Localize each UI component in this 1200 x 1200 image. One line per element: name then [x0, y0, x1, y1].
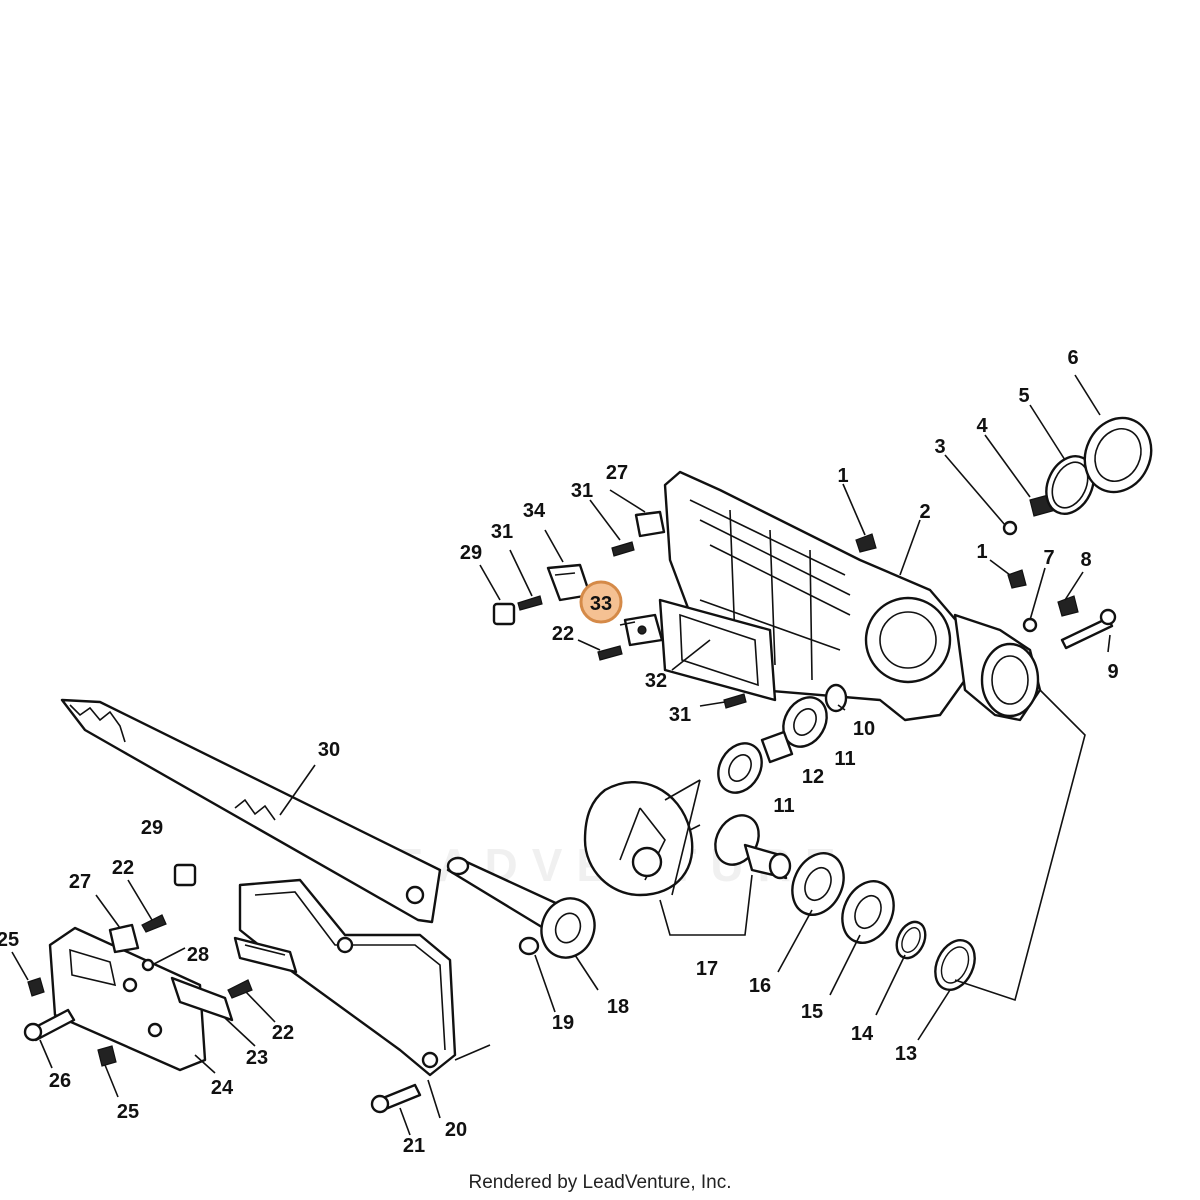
screws-top: [517, 493, 1117, 709]
callout-27-top[interactable]: 27: [606, 462, 628, 484]
footer-credit: Rendered by LeadVenture, Inc.: [468, 1172, 732, 1193]
callout-15[interactable]: 15: [801, 1001, 823, 1023]
pinion-shaft: [714, 814, 792, 880]
bearing-16: [791, 852, 845, 916]
plate-27-top: [634, 510, 666, 538]
key-29-bottom: [173, 863, 197, 887]
callout-highlight: [579, 580, 623, 624]
callout-31-bottom[interactable]: 31: [669, 704, 691, 726]
callout-32[interactable]: 32: [645, 670, 667, 692]
callout-7[interactable]: 7: [1043, 547, 1054, 569]
callout-17[interactable]: 17: [696, 958, 718, 980]
snap-ring-5: [1045, 455, 1095, 515]
leader-lines: [11, 374, 1111, 1136]
callout-31-left[interactable]: 31: [491, 521, 513, 543]
bearing-11-lower: [717, 742, 763, 794]
screws-bottom: [23, 914, 422, 1114]
large-gear: [583, 779, 701, 897]
callout-29-bottom[interactable]: 29: [141, 817, 163, 839]
bearing-15: [841, 880, 895, 944]
callout-31-top[interactable]: 31: [571, 480, 593, 502]
nut-28: [141, 958, 155, 972]
callout-28[interactable]: 28: [187, 944, 209, 966]
callout-4[interactable]: 4: [976, 415, 988, 437]
washer-19: [518, 936, 540, 956]
callout-1b[interactable]: 1: [976, 541, 987, 563]
callout-10[interactable]: 10: [853, 718, 875, 740]
callout-5[interactable]: 5: [1018, 385, 1029, 407]
callout-6[interactable]: 6: [1067, 347, 1078, 369]
callout-27-bottom[interactable]: 27: [69, 871, 91, 893]
callout-23[interactable]: 23: [246, 1047, 268, 1069]
key-29-top: [492, 602, 516, 626]
callout-1a[interactable]: 1: [837, 465, 848, 487]
callout-13[interactable]: 13: [895, 1043, 917, 1065]
connecting-rod: [446, 856, 596, 959]
callout-22-right[interactable]: 22: [272, 1022, 294, 1044]
bushing-12: [760, 730, 794, 764]
gasket-plate: [658, 598, 777, 702]
callout-25a[interactable]: 25: [0, 929, 19, 951]
callout-21[interactable]: 21: [403, 1135, 425, 1157]
callout-25b[interactable]: 25: [117, 1101, 139, 1123]
plate-27-bottom: [108, 923, 140, 954]
callout-30[interactable]: 30: [318, 739, 340, 761]
saw-blade: [60, 698, 442, 924]
callout-22-left[interactable]: 22: [112, 857, 134, 879]
callout-11a[interactable]: 11: [834, 748, 855, 770]
callout-29-top[interactable]: 29: [460, 542, 482, 564]
callout-24[interactable]: 24: [211, 1077, 234, 1099]
callout-16[interactable]: 16: [749, 975, 771, 997]
guard-insert: [233, 936, 298, 974]
ring-14: [895, 920, 927, 960]
snap-ring-13: [934, 939, 976, 991]
seal-6: [1083, 416, 1153, 494]
washer-10: [824, 683, 848, 713]
callout-19[interactable]: 19: [552, 1012, 574, 1034]
callout-20[interactable]: 20: [445, 1119, 467, 1141]
lower-bracket: [48, 926, 207, 1072]
callout-9[interactable]: 9: [1107, 661, 1118, 683]
callout-8[interactable]: 8: [1080, 549, 1091, 571]
blade-guard: [238, 878, 491, 1077]
plate-23: [170, 976, 234, 1022]
callout-18[interactable]: 18: [607, 996, 629, 1018]
callout-22-top[interactable]: 22: [552, 623, 574, 645]
callout-labels: 1 1 2 3 4 5 6 7 8 9 10 11 11 12 13 14 15…: [0, 347, 1119, 1157]
callout-2[interactable]: 2: [919, 501, 930, 523]
callout-33[interactable]: 33: [590, 593, 612, 615]
plate-33: [623, 613, 664, 647]
callout-3[interactable]: 3: [934, 436, 945, 458]
bearing-11-upper: [782, 696, 828, 748]
callout-26[interactable]: 26: [49, 1070, 71, 1092]
callout-12[interactable]: 12: [802, 766, 824, 788]
callout-11b[interactable]: 11: [773, 795, 794, 817]
callout-34[interactable]: 34: [523, 500, 546, 522]
callout-14[interactable]: 14: [851, 1023, 874, 1045]
